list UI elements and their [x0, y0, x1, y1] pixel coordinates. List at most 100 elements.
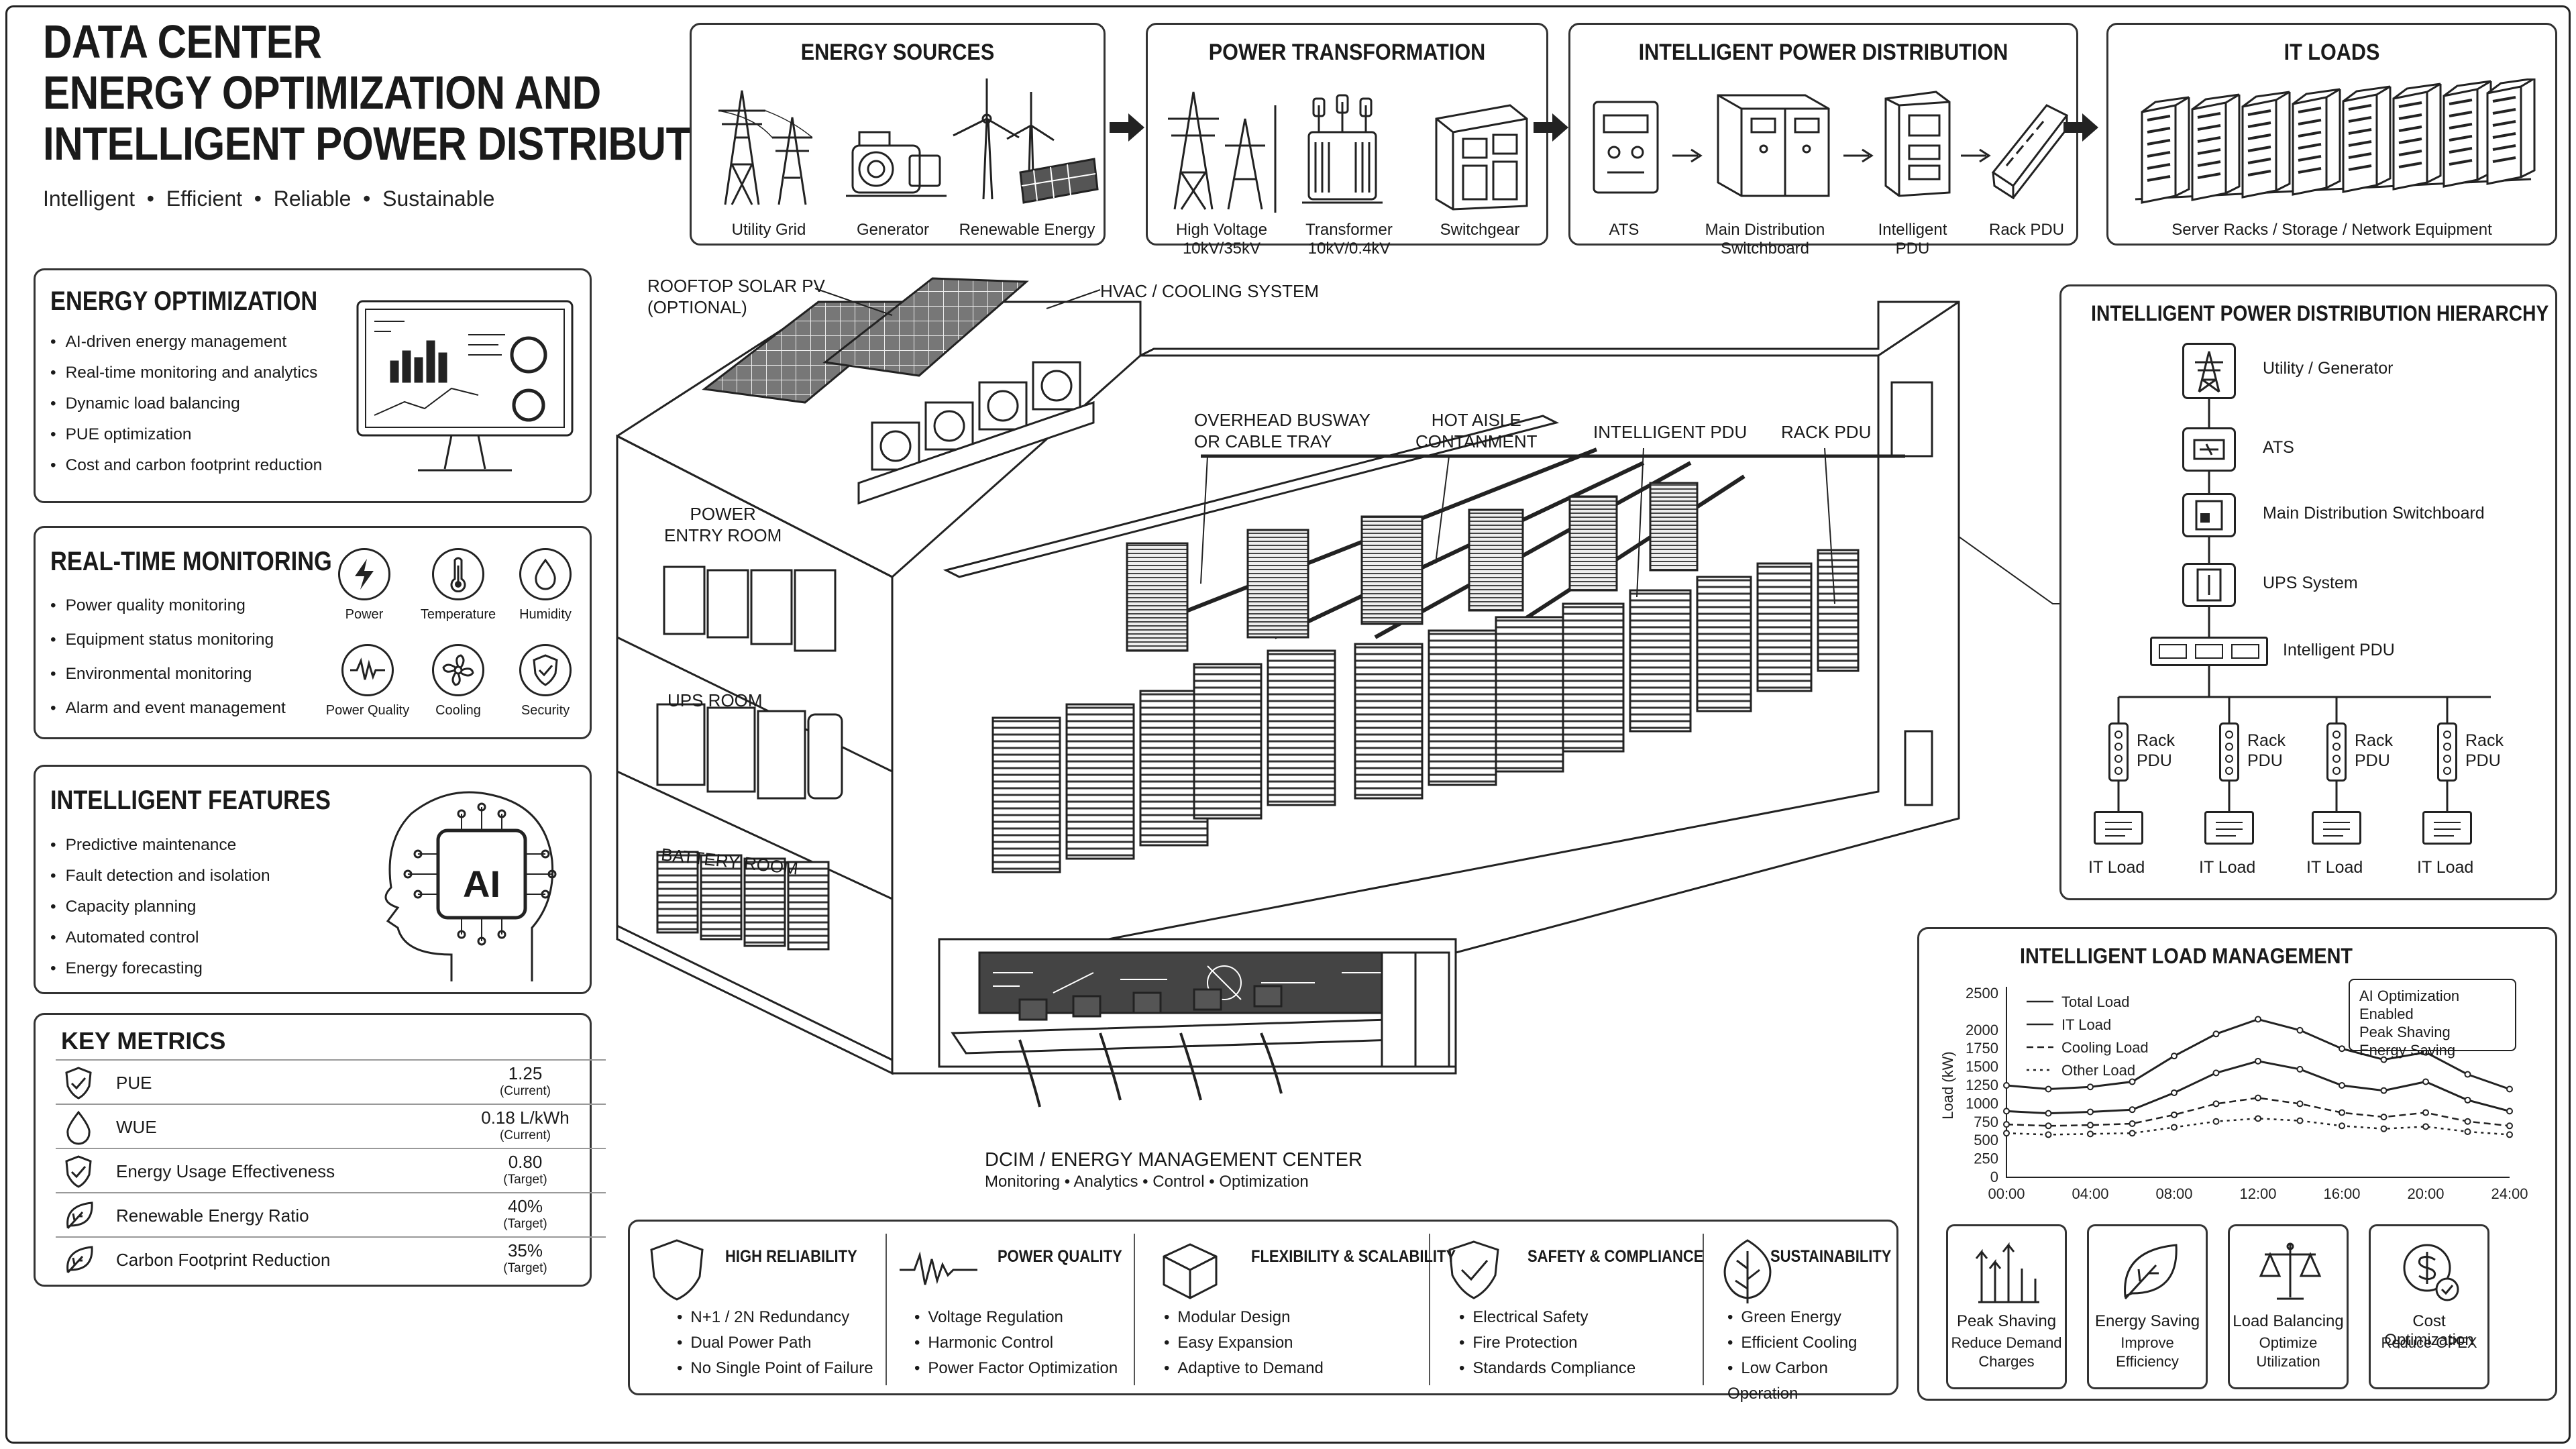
energy-optimization-panel: ENERGY OPTIMIZATION AI-driven energy man…	[34, 268, 592, 503]
hvac-label: HVAC / COOLING SYSTEM	[1100, 281, 1320, 301]
outer-frame	[5, 5, 2571, 1444]
flow-item-main-switchboard: Main Distribution Switchboard	[1705, 221, 1825, 258]
distribution-arrow-icon	[1843, 148, 1874, 163]
hierarchy-panel: INTELLIGENT POWER DISTRIBUTION HIERARCHY…	[2059, 284, 2557, 900]
y-tick-label: 750	[1974, 1114, 1998, 1130]
data-center-building-illustration	[616, 277, 1960, 1108]
flow-item-utility-grid: Utility Grid	[731, 221, 806, 239]
data-point	[2003, 1121, 2010, 1128]
data-point	[2296, 1117, 2304, 1124]
feature-title: FLEXIBILITY & SCALABILITY	[1251, 1247, 1456, 1266]
ats-icon	[2193, 439, 2225, 460]
intelligent-pdu-icon	[1884, 91, 1951, 197]
power-transformation-panel: POWER TRANSFORMATION High Voltage 10kV/3…	[1146, 23, 1548, 258]
hier-label-it-load: IT Load	[2417, 858, 2474, 877]
hot-aisle-label: HOT AISLE CONTANMENT	[1415, 410, 1538, 451]
benefit-sub: Reduce Demand Charges	[1951, 1334, 2062, 1370]
cube-icon	[1163, 1243, 1218, 1299]
metric-row-renewable: Renewable Energy Ratio 40%(Target)	[56, 1192, 606, 1236]
switchboard-icon	[2195, 500, 2223, 531]
real-time-monitoring-title: REAL-TIME MONITORING	[50, 547, 332, 576]
list-item: No Single Point of Failure	[677, 1356, 873, 1381]
y-tick-label: 2000	[1966, 1022, 1998, 1038]
x-tick-label: 00:00	[1988, 1185, 2025, 1202]
list-item: Real-time monitoring and analytics	[50, 358, 322, 388]
monitor-temperature: Temperature	[418, 548, 498, 623]
rack-pdu-label: RACK PDU	[1781, 422, 1872, 442]
data-point	[2339, 1082, 2345, 1089]
flow-item-it-loads: Server Racks / Storage / Network Equipme…	[2171, 221, 2492, 239]
data-point	[2129, 1130, 2136, 1137]
ai-badge: AI	[463, 863, 500, 905]
legend-label: IT Load	[2061, 1016, 2111, 1033]
list-item: Efficient Cooling	[1727, 1330, 1896, 1356]
distribution-arrow-icon	[1672, 148, 1703, 163]
data-point	[2003, 1130, 2010, 1137]
data-point	[2464, 1071, 2471, 1078]
leaf-icon	[66, 1246, 93, 1274]
energy-optimization-title: ENERGY OPTIMIZATION	[50, 286, 318, 316]
intelligent-distribution-panel: INTELLIGENT POWER DISTRIBUTION ATS Main …	[1568, 23, 2078, 258]
metric-number: 0.18 L/kWh	[481, 1108, 570, 1128]
key-metrics-title: KEY METRICS	[61, 1027, 226, 1055]
metric-value: 0.80(Target)	[472, 1152, 579, 1187]
shield-icon	[519, 644, 572, 696]
benefit-card-energy-saving: Energy Saving Improve Efficiency	[2087, 1224, 2208, 1389]
y-tick-label: 2500	[1966, 985, 1998, 1002]
list-item: Modular Design	[1164, 1305, 1324, 1330]
hierarchy-connectors	[2117, 399, 2491, 811]
server-racks-icon	[2135, 78, 2536, 204]
metric-number: 0.80	[508, 1152, 543, 1172]
switchgear-icon	[1435, 104, 1528, 211]
high-voltage-icon	[1168, 91, 1277, 213]
intelligent-features-panel: INTELLIGENT FEATURES Predictive maintena…	[34, 765, 592, 994]
data-point	[2003, 1108, 2010, 1115]
y-tick-label: 1500	[1966, 1059, 1998, 1075]
lightning-icon	[338, 548, 390, 600]
data-point	[2422, 1109, 2429, 1116]
data-point	[2380, 1125, 2387, 1132]
data-point	[2045, 1131, 2052, 1138]
y-tick-label: 1750	[1966, 1040, 1998, 1057]
hier-label-main-switchboard: Main Distribution Switchboard	[2263, 504, 2485, 523]
energy-sources-title: ENERGY SOURCES	[800, 40, 995, 65]
x-tick-label: 04:00	[2072, 1185, 2108, 1202]
feature-list: N+1 / 2N Redundancy Dual Power Path No S…	[677, 1305, 873, 1381]
rooftop-solar-label: ROOFTOP SOLAR PV (OPTIONAL)	[647, 276, 825, 317]
metric-value: 1.25(Current)	[472, 1063, 579, 1099]
x-tick-label: 20:00	[2407, 1185, 2444, 1202]
flow-item-rack-pdu: Rack PDU	[1988, 221, 2065, 239]
server-icon	[2434, 822, 2461, 837]
callout-text: AI Optimization Enabled Peak Shaving Ene…	[2359, 987, 2460, 1059]
feature-title: SUSTAINABILITY	[1770, 1247, 1892, 1266]
benefit-title: Energy Saving	[2094, 1312, 2200, 1330]
data-point	[2212, 1069, 2220, 1077]
leaf-icon	[66, 1201, 93, 1230]
hier-label-ats: ATS	[2263, 438, 2294, 457]
hier-label-intelligent-pdu: Intelligent PDU	[2283, 641, 2395, 659]
monitor-label: Power Quality	[325, 703, 410, 718]
real-time-monitoring-list: Power quality monitoring Equipment statu…	[50, 588, 286, 725]
feature-title: SAFETY & COMPLIANCE	[1527, 1247, 1704, 1266]
list-item: Power Factor Optimization	[914, 1356, 1118, 1381]
data-point	[2296, 1100, 2304, 1108]
data-point	[2212, 1030, 2220, 1038]
metric-note: (Target)	[503, 1217, 547, 1231]
list-item: PUE optimization	[50, 419, 322, 450]
data-point	[2171, 1111, 2178, 1118]
droplet-icon	[519, 548, 572, 600]
monitor-label: Security	[521, 703, 570, 718]
data-point	[2212, 1100, 2220, 1108]
hier-node-it-load	[2094, 811, 2143, 845]
hier-node-intelligent-pdu	[2150, 637, 2268, 666]
data-point	[2506, 1122, 2513, 1130]
features-strip: HIGH RELIABILITY N+1 / 2N Redundancy Dua…	[628, 1220, 1898, 1403]
feature-list: Electrical Safety Fire Protection Standa…	[1459, 1305, 1635, 1381]
title-block: DATA CENTER ENERGY OPTIMIZATION AND INTE…	[43, 16, 761, 211]
hier-label-ups: UPS System	[2263, 574, 2358, 592]
metric-number: 40%	[507, 1196, 543, 1216]
data-point	[2506, 1085, 2513, 1093]
list-item: Alarm and event management	[50, 691, 286, 725]
hier-label-it-load: IT Load	[2306, 858, 2363, 877]
